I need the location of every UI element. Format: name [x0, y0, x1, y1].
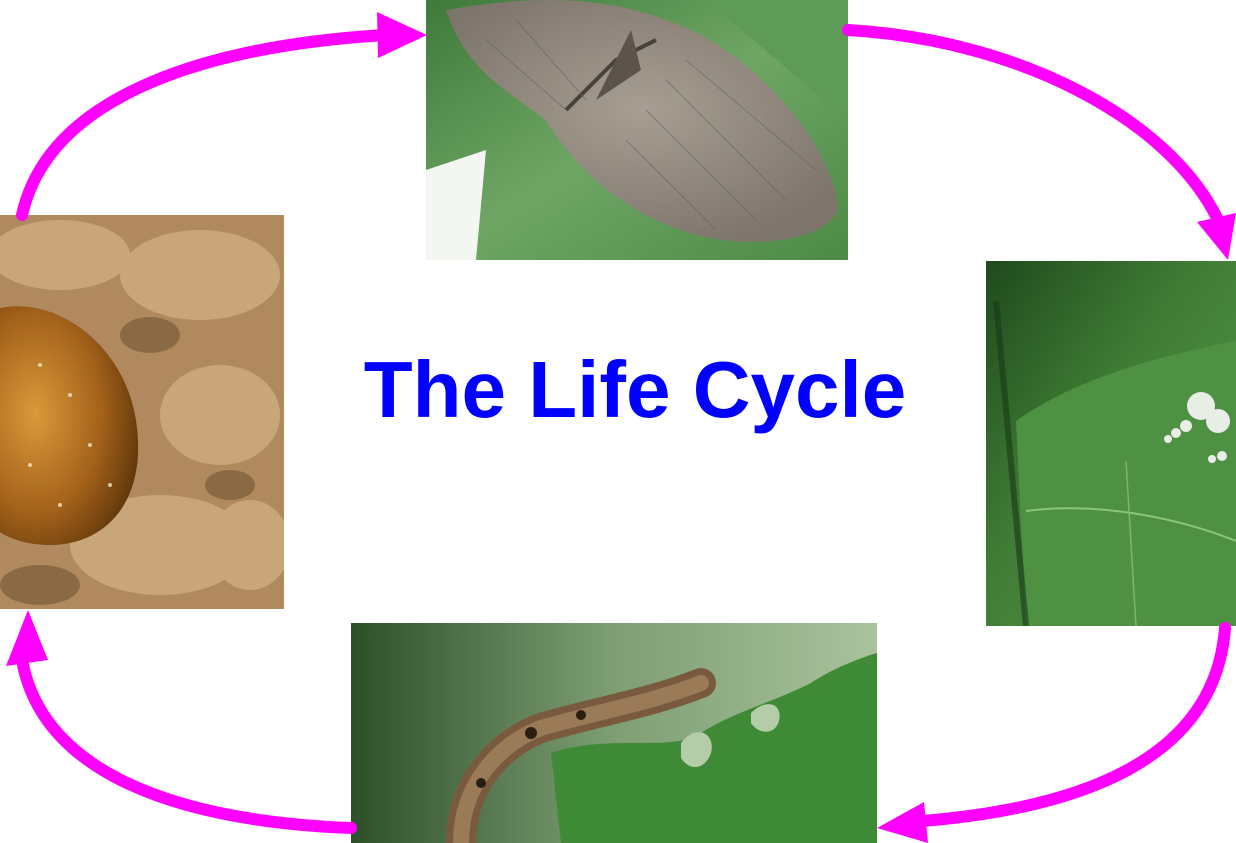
eggs-photo: [986, 261, 1236, 626]
caterpillar-photo: [351, 623, 877, 843]
pupa-photo: [0, 215, 284, 609]
arrow-moth-to-eggs-head: [1197, 213, 1236, 260]
arrow-eggs-to-caterpillar-line: [910, 628, 1225, 822]
arrow-pupa-to-moth-line: [22, 35, 385, 215]
eggs-image: [986, 261, 1236, 626]
arrow-eggs-to-caterpillar-head: [877, 802, 928, 843]
pupa-image: [0, 215, 284, 609]
arrow-moth-to-eggs-line: [848, 30, 1218, 220]
arrow-caterpillar-to-pupa-line: [22, 660, 351, 828]
moth-image: [426, 0, 848, 260]
caterpillar-image: [351, 623, 877, 843]
arrow-caterpillar-to-pupa-head: [6, 610, 48, 666]
arrow-pupa-to-moth-head: [377, 12, 427, 58]
moth-photo: [426, 0, 848, 260]
page-title: The Life Cycle: [300, 335, 970, 445]
